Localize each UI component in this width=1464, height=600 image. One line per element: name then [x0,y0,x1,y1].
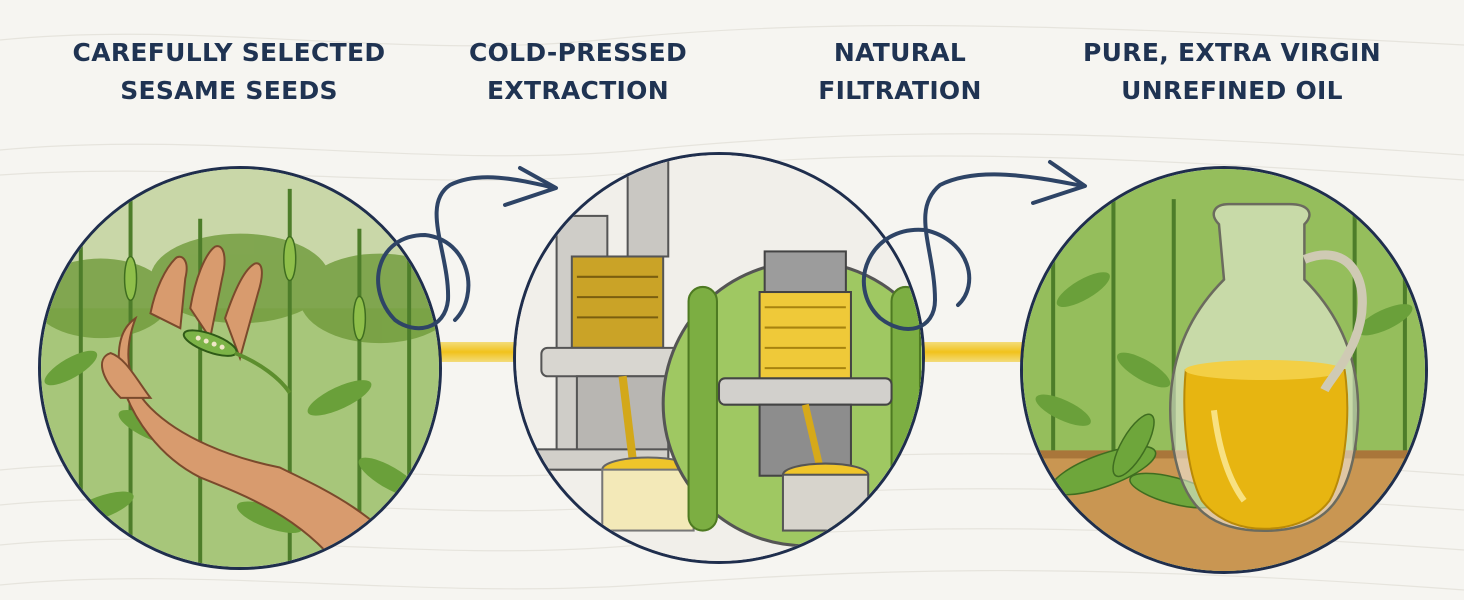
step-title-line: SESAME SEEDS [120,76,338,105]
step-title-line: NATURAL [833,38,967,67]
step-title-seeds: CAREFULLY SELECTED SESAME SEEDS [59,34,399,110]
sesame-field-illustration [38,166,442,570]
cold-press-illustration [513,152,925,564]
oil-jug-illustration [1020,166,1428,574]
step-title-line: EXTRACTION [487,76,669,105]
step-title-extraction: COLD-PRESSED EXTRACTION [408,34,748,110]
step-title-line: PURE, EXTRA VIRGIN [1083,38,1381,67]
step-title-oil: PURE, EXTRA VIRGIN UNREFINED OIL [1062,34,1402,110]
connector-bar [920,342,1030,362]
step-title-line: CAREFULLY SELECTED [72,38,386,67]
step-title-line: COLD-PRESSED [468,38,688,67]
step-title-line: FILTRATION [818,76,982,105]
step-title-filtration: NATURAL FILTRATION [730,34,1070,110]
connector-bar [435,342,525,362]
step-title-line: UNREFINED OIL [1121,76,1343,105]
